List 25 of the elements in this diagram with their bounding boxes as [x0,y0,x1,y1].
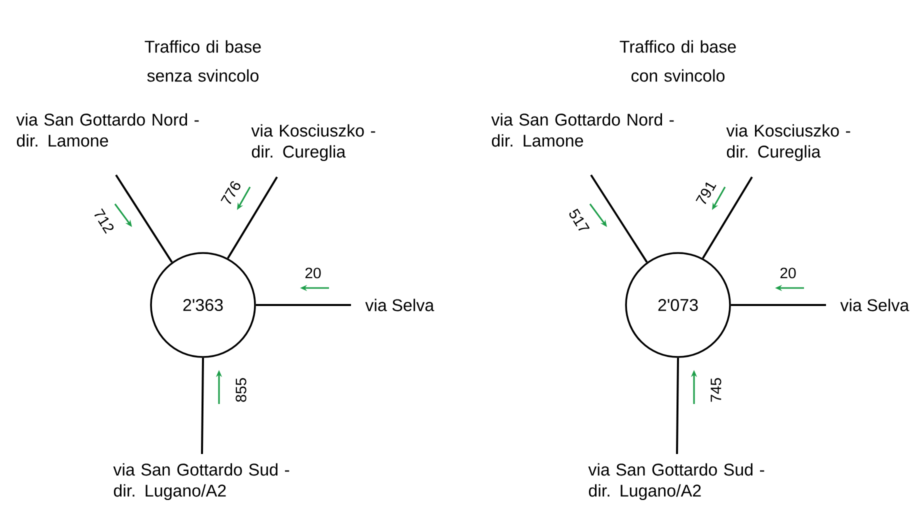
street-label: via San Gottardo Nord - dir. Lamone [491,113,674,147]
road-line [115,174,173,263]
road-line [256,304,351,306]
traffic-count: 20 [780,268,796,278]
heading: Traffico di base con svincolo [620,40,736,82]
street-label: via San Gottardo Sud - dir. Lugano/A2 [113,463,290,500]
street-label: via Selva [840,298,910,312]
road-line [590,174,648,263]
traffic-count: 855 [236,378,246,402]
street-label: via Kosciuszko - dir. Cureglia [251,124,376,162]
road-line [702,176,753,259]
road-line [226,176,278,259]
street-label: via San Gottardo Sud - dir. Lugano/A2 [588,463,764,500]
heading: Traffico di base senza svincolo [144,40,261,82]
street-label: via Selva [365,298,434,312]
road-line [676,358,680,454]
traffic-count: 745 [710,378,722,402]
traffic-count: 20 [305,268,321,278]
traffic-count: 791 [696,182,716,204]
street-label: via San Gottardo Nord - dir. Lamone [16,113,199,147]
road-line [201,358,204,454]
traffic-count: 517 [569,208,590,231]
traffic-count: 776 [220,181,240,204]
road-line [730,304,826,306]
street-label: via Kosciuszko - dir. Cureglia [726,124,850,162]
